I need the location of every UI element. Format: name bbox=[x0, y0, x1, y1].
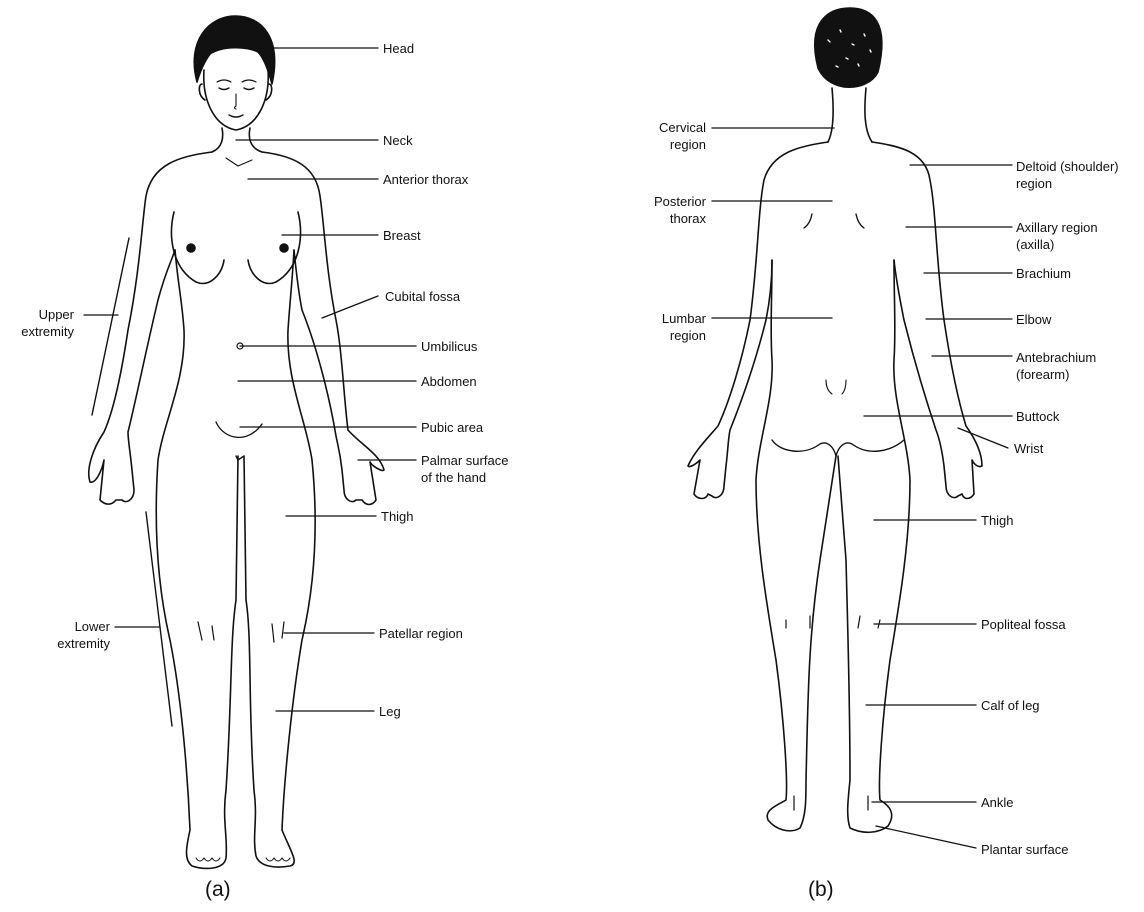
lower-extremity-bracket bbox=[146, 512, 172, 726]
label-thigh: Thigh bbox=[381, 508, 414, 525]
label-lower-extremity: Lower extremity bbox=[40, 618, 110, 652]
label-lumbar-region: Lumbar region bbox=[620, 310, 706, 344]
label-elbow: Elbow bbox=[1016, 311, 1051, 328]
label-buttock: Buttock bbox=[1016, 408, 1059, 425]
label-posterior-thorax: Posterior thorax bbox=[620, 193, 706, 227]
label-umbilicus: Umbilicus bbox=[421, 338, 477, 355]
label-neck: Neck bbox=[383, 132, 413, 149]
front-hair bbox=[194, 16, 274, 84]
back-leader-lines bbox=[712, 128, 1012, 848]
back-body-outline bbox=[688, 8, 982, 832]
label-pubic-area: Pubic area bbox=[421, 419, 483, 436]
label-cubital-fossa: Cubital fossa bbox=[385, 288, 460, 305]
label-antebrachium: Antebrachium (forearm) bbox=[1016, 349, 1096, 383]
front-leader-lines bbox=[84, 48, 416, 711]
label-brachium: Brachium bbox=[1016, 265, 1071, 282]
label-breast: Breast bbox=[383, 227, 421, 244]
label-anterior-thorax: Anterior thorax bbox=[383, 171, 468, 188]
label-head: Head bbox=[383, 40, 414, 57]
label-leg: Leg bbox=[379, 703, 401, 720]
front-body-outline bbox=[89, 16, 384, 868]
label-deltoid-region: Deltoid (shoulder) region bbox=[1016, 158, 1119, 192]
label-palmar-surface: Palmar surface of the hand bbox=[421, 452, 508, 486]
upper-extremity-bracket bbox=[92, 238, 129, 415]
label-ankle: Ankle bbox=[981, 794, 1014, 811]
label-patellar-region: Patellar region bbox=[379, 625, 463, 642]
label-popliteal-fossa: Popliteal fossa bbox=[981, 616, 1066, 633]
back-hair bbox=[815, 8, 882, 87]
label-thigh-back: Thigh bbox=[981, 512, 1014, 529]
label-abdomen: Abdomen bbox=[421, 373, 477, 390]
label-wrist: Wrist bbox=[1014, 440, 1043, 457]
label-upper-extremity: Upper extremity bbox=[8, 306, 74, 340]
label-calf-of-leg: Calf of leg bbox=[981, 697, 1040, 714]
caption-a: (a) bbox=[205, 878, 231, 902]
label-plantar-surface: Plantar surface bbox=[981, 841, 1068, 858]
label-cervical-region: Cervical region bbox=[620, 119, 706, 153]
label-axillary-region: Axillary region (axilla) bbox=[1016, 219, 1098, 253]
caption-b: (b) bbox=[808, 878, 834, 902]
